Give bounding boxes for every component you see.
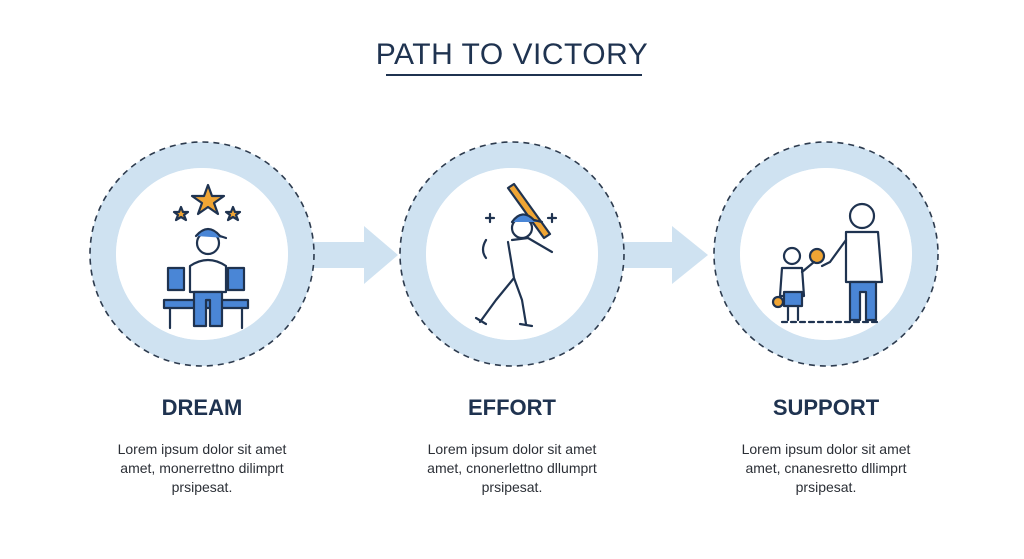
description-line: amet, cnonerlettno dllumprt bbox=[427, 460, 597, 476]
step-title-effort: EFFORT bbox=[468, 395, 556, 420]
title-underline bbox=[386, 74, 642, 76]
step-description-support: Lorem ipsum dolor sit amet amet, cnanesr… bbox=[696, 440, 956, 497]
description-line: amet, monerrettno dilimprt bbox=[120, 460, 284, 476]
batter-swinging-icon bbox=[474, 182, 558, 328]
description-line: Lorem ipsum dolor sit amet bbox=[741, 441, 911, 457]
description-line: Lorem ipsum dolor sit amet bbox=[117, 441, 287, 457]
step-description-effort: Lorem ipsum dolor sit amet amet, cnonerl… bbox=[382, 440, 642, 497]
coach-and-child-icon bbox=[771, 202, 884, 324]
page-title: PATH TO VICTORY bbox=[375, 38, 649, 71]
step-ring-effort bbox=[399, 141, 625, 367]
arrow-effort-to-support bbox=[620, 226, 708, 284]
step-title-support: SUPPORT bbox=[772, 395, 880, 420]
description-line: amet, cnanesretto dllimprt bbox=[745, 460, 907, 476]
arrow-dream-to-effort bbox=[312, 226, 398, 284]
description-line: prsipesat. bbox=[795, 479, 857, 495]
step-description-dream: Lorem ipsum dolor sit amet amet, monerre… bbox=[72, 440, 332, 497]
description-line: prsipesat. bbox=[171, 479, 233, 495]
step-ring-dream bbox=[89, 141, 315, 367]
description-line: prsipesat. bbox=[481, 479, 543, 495]
description-line: Lorem ipsum dolor sit amet bbox=[427, 441, 597, 457]
step-title-dream: DREAM bbox=[161, 395, 243, 420]
step-ring-support bbox=[713, 141, 939, 367]
dreamer-on-bench-icon bbox=[162, 183, 250, 330]
